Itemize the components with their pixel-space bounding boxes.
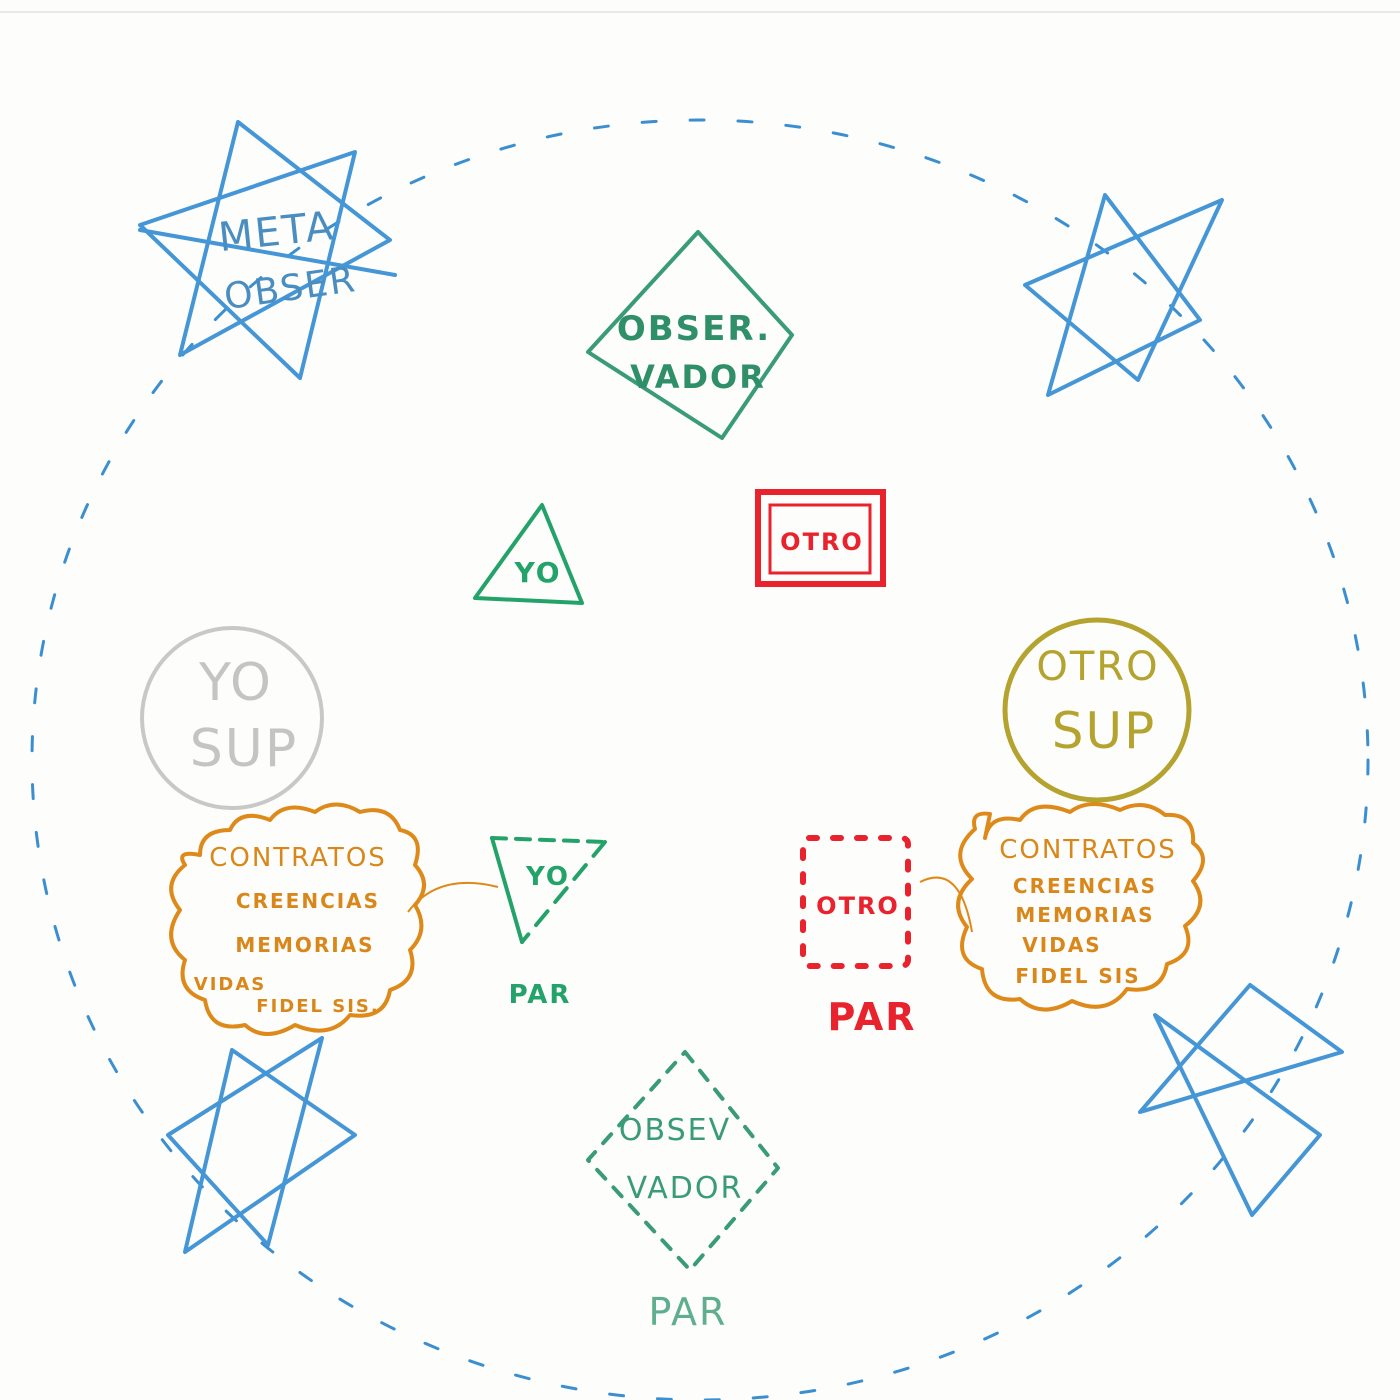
meta-observer-line2: OBSER — [222, 259, 359, 318]
right-cloud-item: CONTRATOS — [999, 835, 1177, 865]
left-connector — [407, 881, 499, 913]
otro-rectangle-outer — [755, 489, 886, 587]
left-cloud-item: VIDAS — [194, 974, 266, 995]
yo-sup-circle — [140, 626, 324, 810]
yo-par-triangle-right — [520, 840, 607, 944]
observer-par-diamond — [586, 1050, 780, 1272]
meta-observer-line1: META — [216, 203, 337, 261]
observer-par-line1: OBSEV — [619, 1113, 731, 1148]
yo-triangle — [473, 503, 584, 605]
right-connector — [919, 876, 973, 933]
enclosing-dashed-circle — [30, 118, 1370, 1400]
observer-par-line2: VADOR — [627, 1171, 744, 1206]
observer-line2: VADOR — [630, 358, 766, 396]
observer-diamond — [586, 230, 794, 440]
otro-par-caption: PAR — [827, 995, 916, 1039]
left-cloud-item: CREENCIAS — [236, 889, 380, 913]
star-bottom-right-icon — [1138, 983, 1344, 1217]
yo-par-caption: PAR — [509, 980, 572, 1010]
star-top-left-icon — [138, 120, 397, 380]
otro-sup-line2: SUP — [1052, 702, 1157, 760]
otro-par-rectangle — [800, 835, 911, 969]
yo-sup-line2: SUP — [190, 719, 298, 779]
otro-label: OTRO — [780, 528, 864, 556]
observer-par-caption: PAR — [649, 1290, 728, 1334]
right-cloud-outline — [956, 802, 1205, 1012]
right-cloud-item: VIDAS — [1022, 933, 1101, 957]
left-cloud-item: MEMORIAS — [235, 933, 374, 957]
observer-line1: OBSER. — [617, 309, 771, 349]
left-cloud-item: FIDEL SIS. — [256, 996, 379, 1017]
otro-sup-circle — [1002, 617, 1192, 803]
yo-par-label: YO — [525, 862, 570, 892]
right-cloud-item: FIDEL SIS — [1015, 964, 1140, 988]
star-bottom-left-icon — [166, 1036, 357, 1254]
yo-par-triangle-top — [490, 836, 607, 844]
star-top-right-icon — [1023, 193, 1224, 397]
otro-par-label: OTRO — [816, 892, 900, 920]
yo-par-triangle-left — [490, 836, 524, 944]
yo-label: YO — [513, 556, 561, 589]
left-cloud-outline — [169, 802, 426, 1036]
right-cloud-item: CREENCIAS — [1013, 874, 1157, 898]
otro-rectangle-inner — [768, 503, 872, 575]
otro-sup-line1: OTRO — [1036, 644, 1159, 690]
right-cloud-item: MEMORIAS — [1015, 903, 1154, 927]
left-cloud-item: CONTRATOS — [209, 843, 387, 873]
yo-sup-line1: YO — [198, 653, 273, 713]
